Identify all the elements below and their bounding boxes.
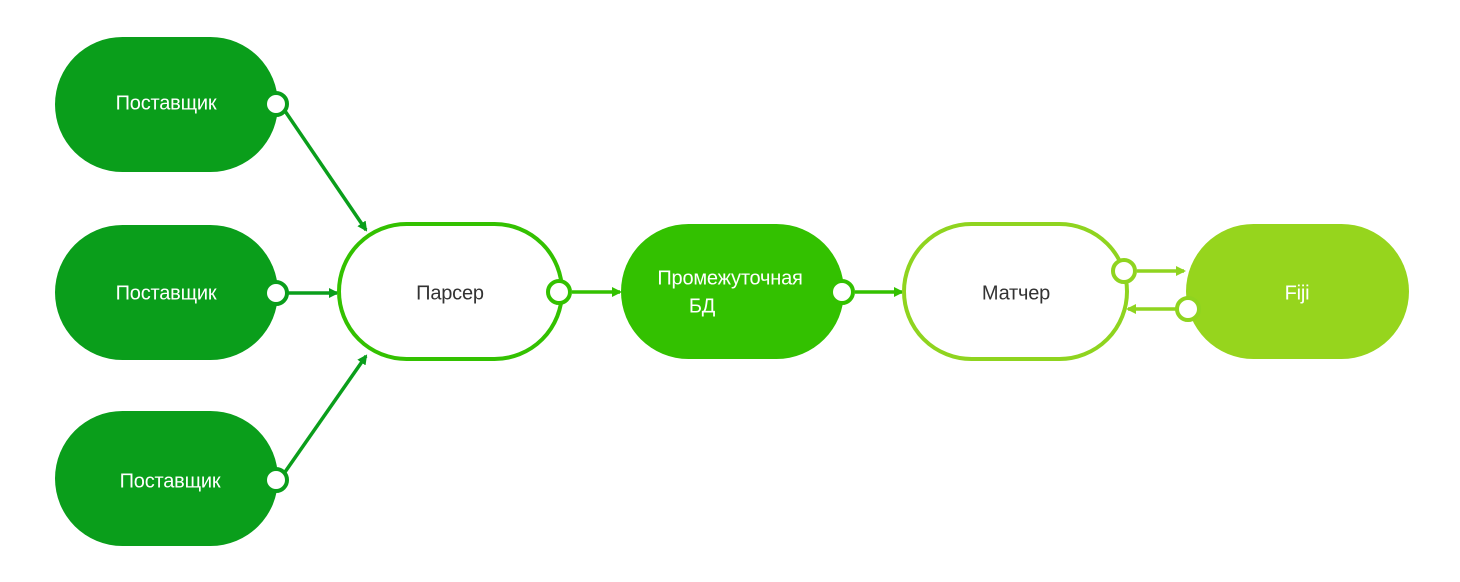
- node-supplier-2: Поставщик: [55, 225, 289, 360]
- node-supplier-3-output-port: [263, 467, 289, 493]
- node-matcher: Матчер: [902, 222, 1137, 361]
- node-parser-label: Парсер: [416, 282, 484, 304]
- node-supplier-1: Поставщик: [55, 37, 289, 172]
- node-supplier-2-shape: [55, 225, 278, 360]
- node-fiji-shape: [1186, 224, 1409, 359]
- edges: [283, 110, 1186, 474]
- edge-supplier-1-to-parser: [283, 110, 368, 232]
- node-matcher-output-port: [1111, 258, 1137, 284]
- node-fiji-label: Fiji: [1285, 282, 1310, 304]
- node-staging-db-label-line2: БД: [689, 295, 716, 317]
- node-fiji: Fiji: [1175, 224, 1409, 359]
- node-staging-db-shape: [621, 224, 844, 359]
- node-parser: Парсер: [337, 222, 572, 361]
- node-supplier-2-label: Поставщик: [116, 282, 217, 304]
- node-matcher-label: Матчер: [982, 282, 1050, 304]
- edge-supplier-3-to-parser: [283, 354, 368, 474]
- node-staging-db-output-port: [829, 279, 855, 305]
- node-staging-db-label-line1: Промежуточная: [657, 267, 802, 289]
- node-parser-output-port: [546, 279, 572, 305]
- node-supplier-3-label: Поставщик: [120, 470, 221, 492]
- node-fiji-output-port: [1175, 296, 1201, 322]
- node-supplier-1-label: Поставщик: [116, 92, 217, 114]
- node-supplier-1-shape: [55, 37, 278, 172]
- node-supplier-1-output-port: [263, 91, 289, 117]
- node-staging-db: Промежуточная БД: [621, 224, 855, 359]
- node-supplier-3-shape: [55, 411, 278, 546]
- node-supplier-3: Поставщик: [55, 411, 289, 546]
- node-supplier-2-output-port: [263, 280, 289, 306]
- node-matcher-shape: [902, 222, 1129, 361]
